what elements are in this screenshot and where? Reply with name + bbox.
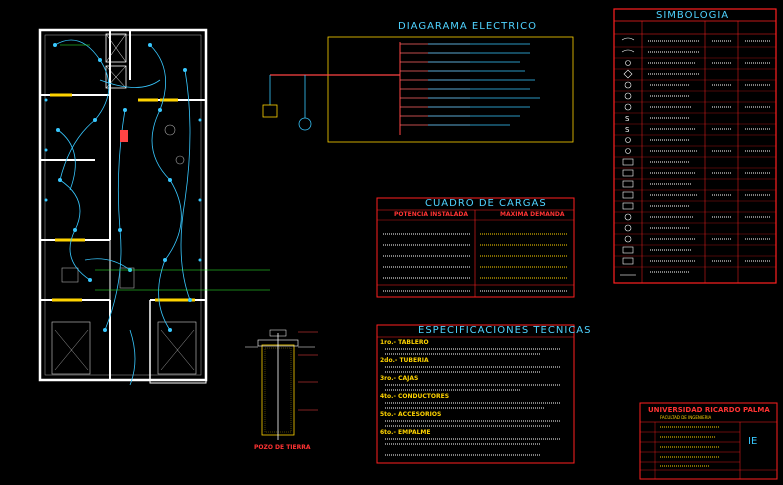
spec-item: 4to.- CONDUCTORES (380, 393, 450, 400)
lighting-circuits (54, 39, 191, 386)
specs-frame (376, 324, 575, 464)
title-block-lines (660, 426, 720, 467)
diagram-title: DIAGARAMA ELECTRICO (398, 21, 537, 32)
circuit-outlets (44, 43, 202, 332)
spec-item: 1ro.- TABLERO (380, 339, 429, 346)
symbology-title: SIMBOLOGIA (656, 10, 730, 21)
specs-text-lines (385, 348, 560, 456)
svg-text:S: S (625, 126, 630, 134)
faculty-name: FACULTAD DE INGENIERIA (660, 415, 712, 420)
grounding-well (245, 329, 315, 440)
sheet-number: IE (748, 436, 758, 447)
loads-title: CUADRO DE CARGAS (425, 198, 547, 209)
diagram-circuits (400, 43, 540, 126)
loads-table (376, 197, 575, 298)
electrical-diagram (262, 36, 574, 143)
loads-installed-header: POTENCIA INSTALADA (394, 211, 469, 218)
specs-title: ESPECIFICACIONES TECNICAS (418, 325, 592, 336)
spec-item: 2do.- TUBERIA (380, 357, 429, 364)
spec-item: 3ro.- CAJAS (380, 375, 419, 382)
main-panel-symbol (120, 130, 128, 142)
symbol-glyphs: S S (620, 37, 636, 276)
symbology-desc-lines (648, 40, 770, 273)
symbology-rows (614, 46, 776, 268)
grounding-title: POZO DE TIERRA (254, 444, 311, 451)
university-name: UNIVERSIDAD RICARDO PALMA (648, 406, 770, 414)
svg-text:S: S (625, 115, 630, 123)
spec-item: 6to.- EMPALME (380, 429, 431, 436)
title-block (639, 402, 778, 480)
floor-plan (38, 28, 208, 384)
spec-item: 5to.- ACCESORIOS (380, 411, 442, 418)
loads-demand-header: MAXIMA DEMANDA (500, 211, 565, 218)
grounding-notes (298, 331, 318, 411)
annotation-leaders (60, 44, 270, 291)
loads-rows (383, 233, 568, 292)
